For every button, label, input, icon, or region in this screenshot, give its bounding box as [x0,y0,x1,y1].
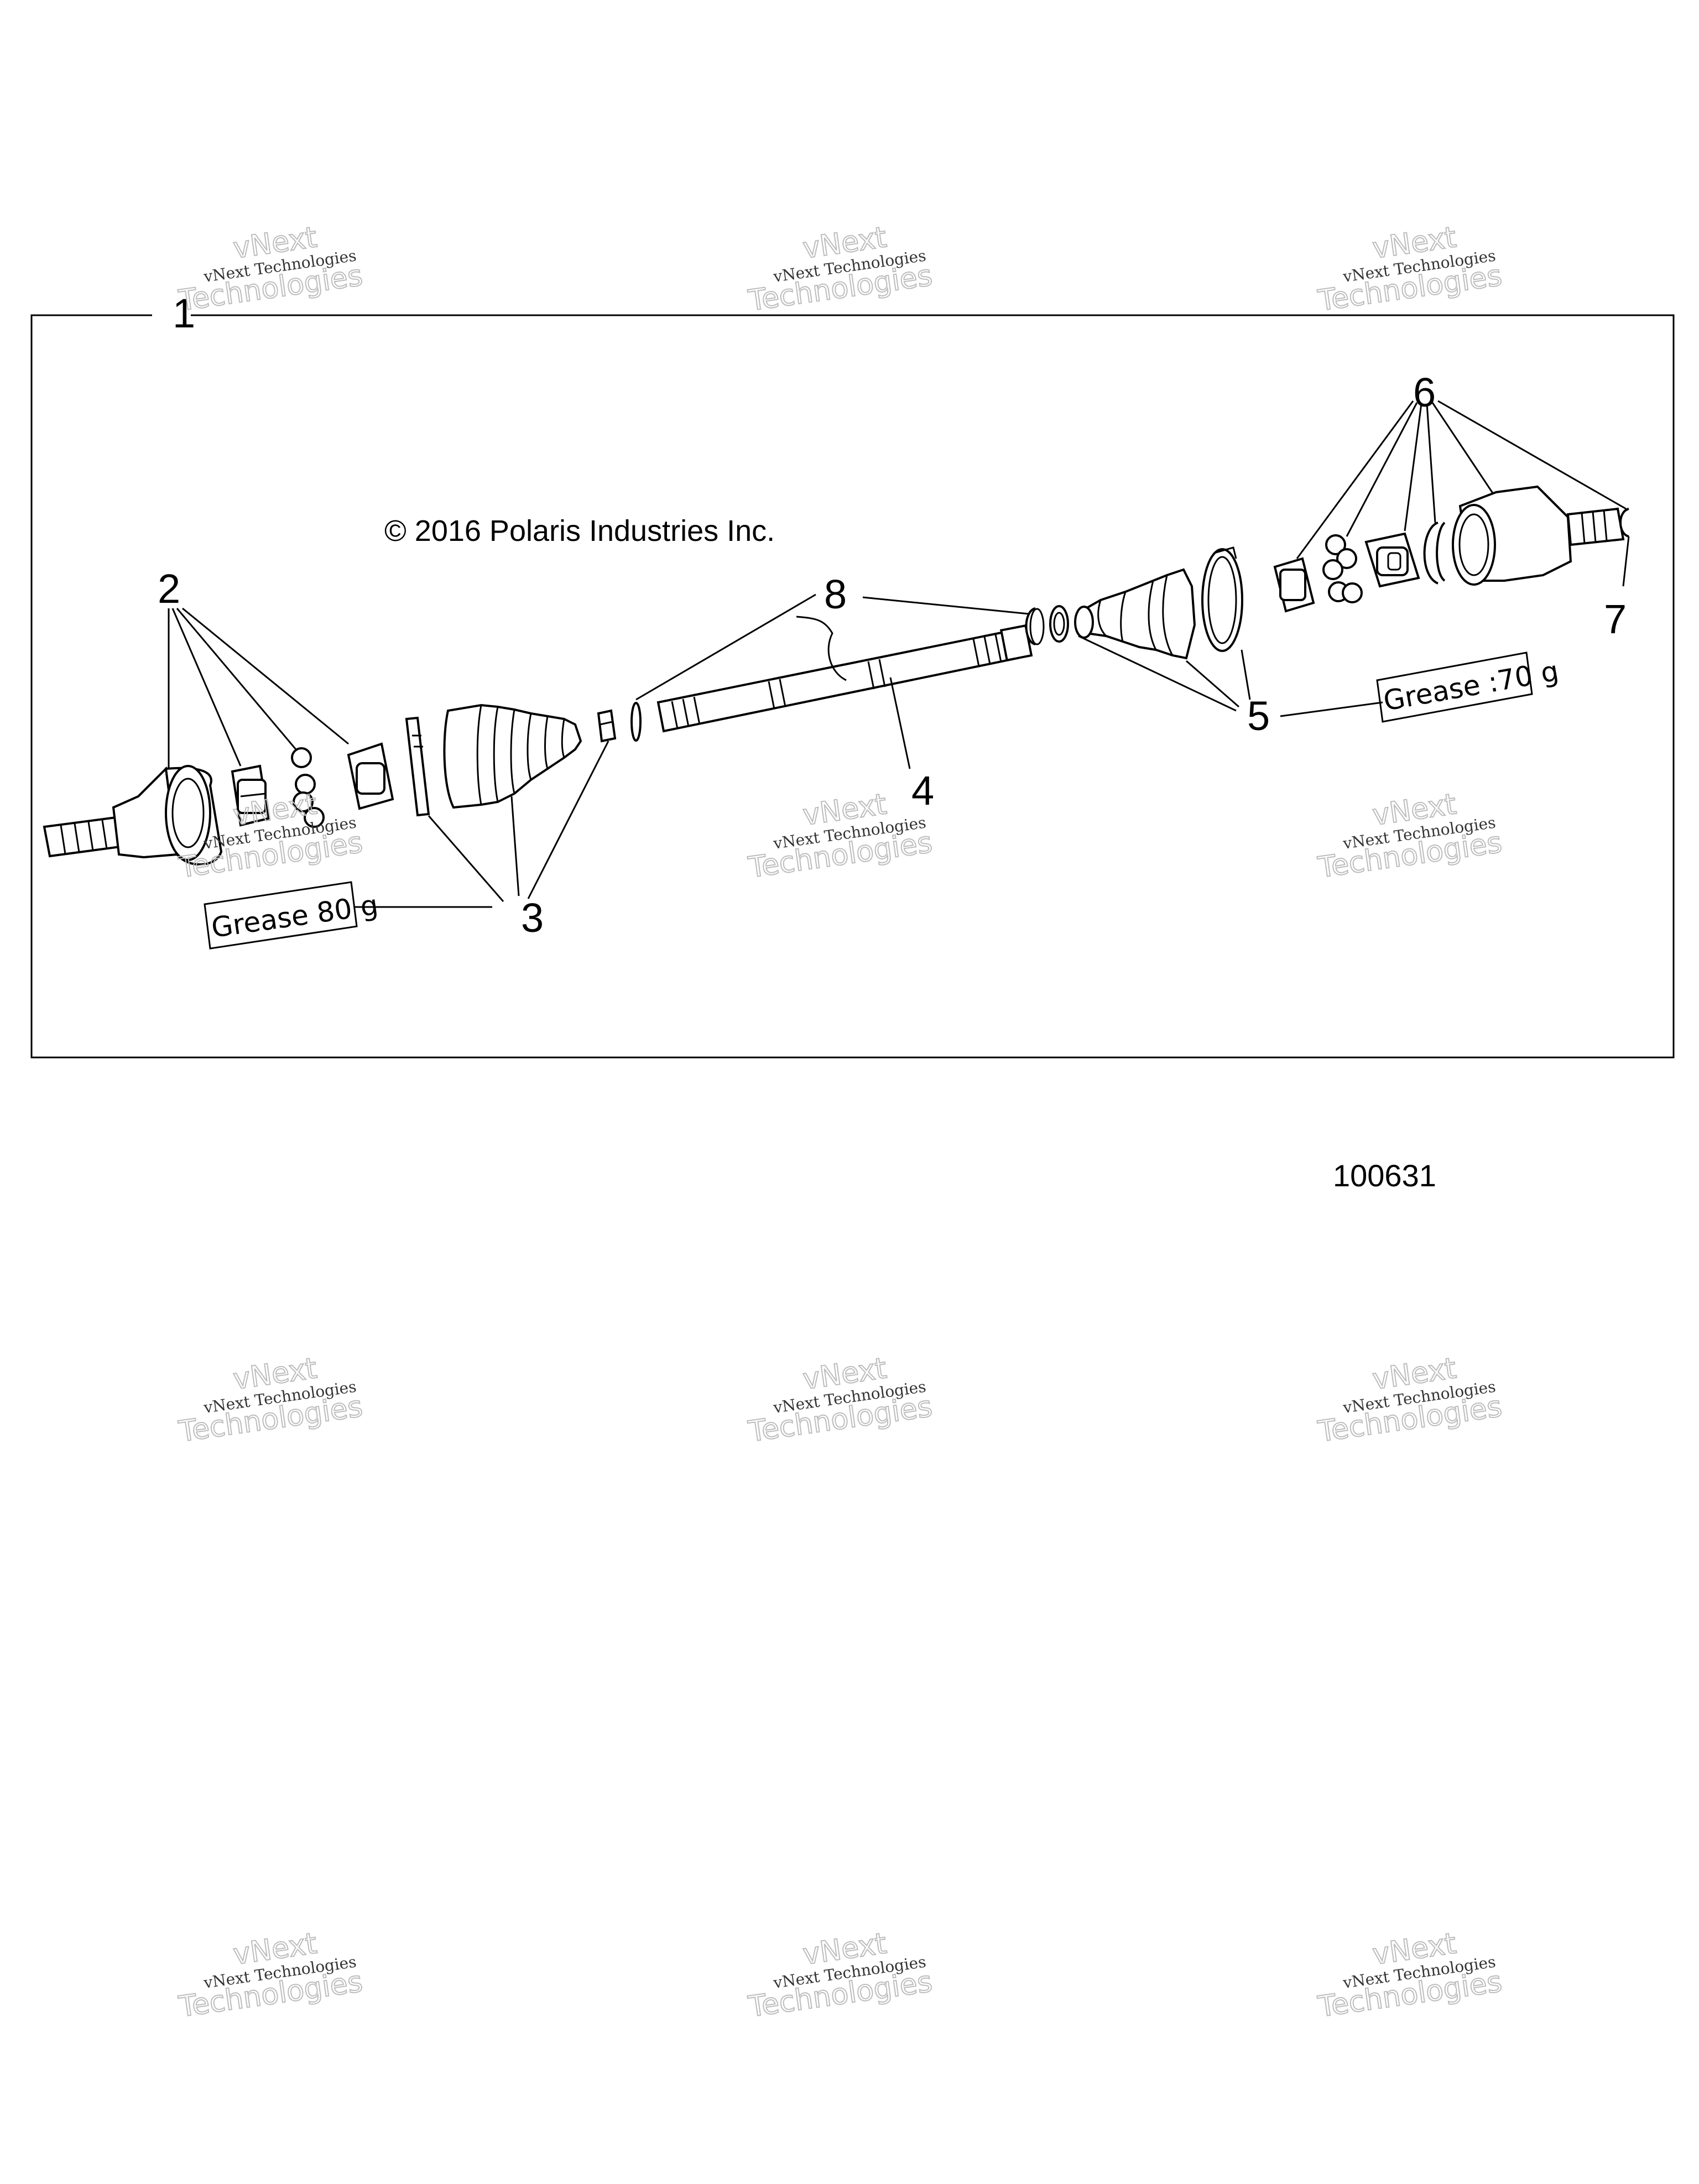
callout-6: 6 [1413,369,1436,415]
outer-cv-joint [43,765,223,866]
small-boot-clamp-right [1049,605,1069,643]
boot-right [1074,568,1196,660]
cv-cage-right [1364,532,1420,588]
watermark-tl: vNext Technologies vNext Technologies [176,220,365,318]
circlip-right [1025,607,1045,645]
cv-housing-right [1452,485,1625,586]
watermark-ml: vNext Technologies vNext Technologies [176,787,365,885]
copyright-text: © 2016 Polaris Industries Inc. [384,514,775,548]
watermark-bl: vNext Technologies vNext Technologies [176,1351,365,1449]
figure-number: 100631 [1333,1158,1436,1193]
watermark-xc: vNext Technologies vNext Technologies [746,1926,935,2024]
snap-ring-right [1423,522,1446,585]
watermark-tr: vNext Technologies vNext Technologies [1315,220,1504,318]
cv-balls-right [1322,534,1363,603]
diagram-frame [30,314,1675,1059]
inner-race-right [1273,557,1315,613]
circlip-end [1619,508,1629,538]
watermark-tc: vNext Technologies vNext Technologies [746,220,935,318]
cv-cage-left [347,742,394,810]
boot-left [443,703,582,809]
callout-3: 3 [521,895,544,941]
leader-lines [168,400,1630,908]
callout-7: 7 [1604,596,1627,642]
watermark-xl: vNext Technologies vNext Technologies [176,1926,365,2024]
callout-4: 4 [911,768,934,814]
callout-1: 1 [173,290,195,336]
cv-balls-left [291,747,325,828]
watermark-mc: vNext Technologies vNext Technologies [746,787,935,885]
watermark-bc: vNext Technologies vNext Technologies [746,1351,935,1449]
small-boot-clamp-left [597,709,617,743]
watermark-br: vNext Technologies vNext Technologies [1315,1351,1504,1449]
callout-2: 2 [158,566,180,612]
cv-inner-race [231,764,270,827]
callout-5: 5 [1247,693,1270,739]
grease-box-right: Grease :70 g [1376,651,1561,723]
watermark-mr: vNext Technologies vNext Technologies [1315,787,1504,885]
boot-clamp-strap [405,716,430,817]
boot-clamp-band-right [1201,546,1243,652]
axle-shaft [656,616,1033,733]
watermark-xr: vNext Technologies vNext Technologies [1315,1926,1504,2024]
retaining-ring-left [630,702,642,742]
callout-8: 8 [824,571,847,617]
grease-label-right: Grease :70 g [1381,655,1561,717]
grease-box-left: Grease 80 g [204,881,380,950]
